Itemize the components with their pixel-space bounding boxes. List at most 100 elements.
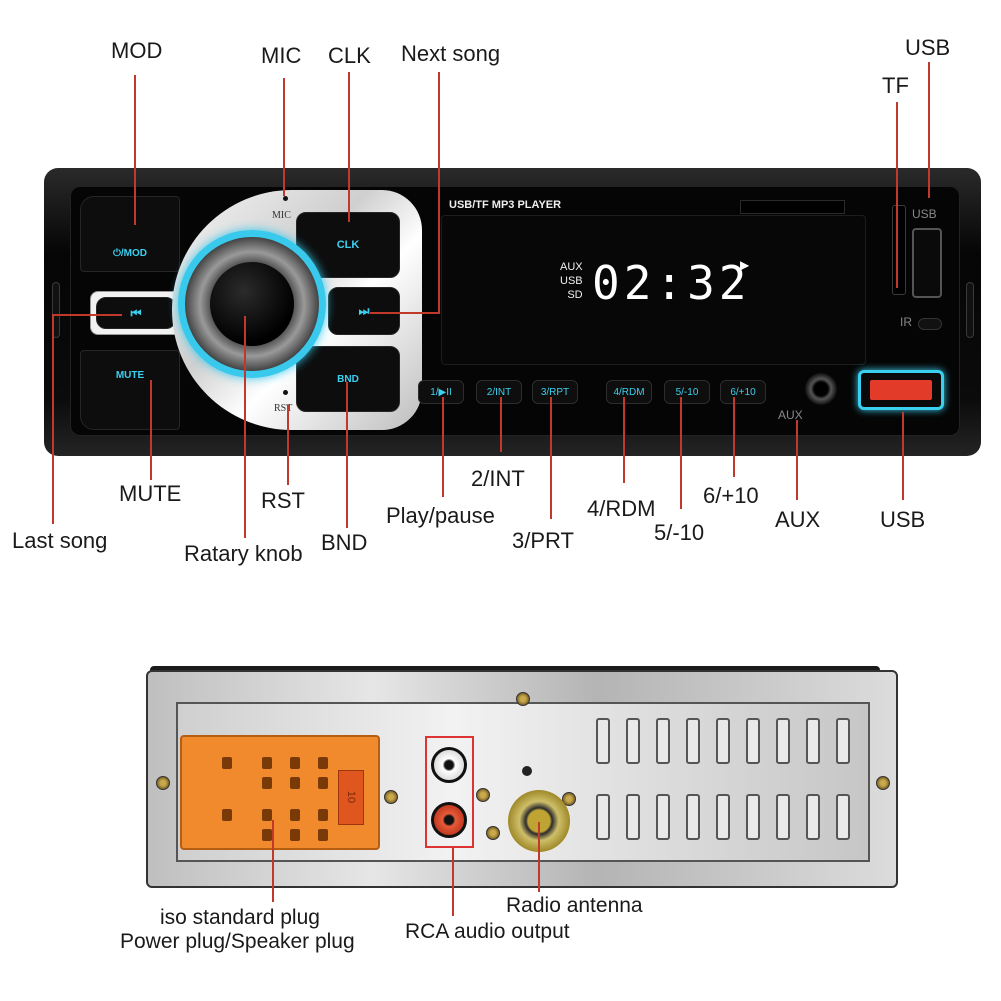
label-rotary-knob: Ratary knob	[184, 541, 303, 566]
label-usb-top: USB	[905, 35, 951, 60]
antenna-hole	[522, 766, 532, 776]
mode-aux: AUX	[560, 261, 583, 273]
vent-slot	[626, 718, 640, 764]
label-mute: MUTE	[119, 481, 182, 506]
lead-usb-bottom	[902, 412, 904, 500]
top-slot	[740, 200, 845, 214]
label-clk: CLK	[328, 43, 371, 68]
prev-button[interactable]: ⏮	[90, 291, 182, 335]
label-rst: RST	[261, 488, 305, 513]
iso-pin	[262, 829, 272, 841]
tf-card-slot[interactable]	[892, 205, 906, 295]
rst-text: RST	[274, 403, 293, 414]
iso-plug-tab: 10	[338, 770, 364, 825]
label-aux: AUX	[775, 507, 821, 532]
rst-hole[interactable]	[283, 390, 288, 395]
vent-slot	[656, 794, 670, 840]
preset-button-3[interactable]: 3/RPT	[532, 380, 578, 404]
label-rca: RCA audio output	[405, 920, 570, 943]
preset-label-6: 6/+10	[730, 386, 756, 398]
vent-slot	[806, 718, 820, 764]
prev-icon: ⏮	[130, 305, 142, 320]
label-prt: 3/PRT	[512, 528, 574, 553]
lead-tf	[896, 102, 898, 288]
screw-antenna-right	[562, 792, 576, 806]
usb-port-top[interactable]	[912, 228, 942, 298]
preset-button-6[interactable]: 6/+10	[720, 380, 766, 404]
preset-button-1[interactable]: 1/▶II	[418, 380, 464, 404]
preset-button-5[interactable]: 5/-10	[664, 380, 710, 404]
mic-text: MIC	[272, 210, 291, 221]
lead-bnd	[346, 382, 348, 528]
rotary-knob[interactable]	[210, 262, 294, 346]
preset-button-4[interactable]: 4/RDM	[606, 380, 652, 404]
lead-mute	[150, 380, 152, 480]
mod-button[interactable]: ⏻/MOD	[80, 196, 180, 272]
screw-rca	[476, 788, 490, 802]
preset-label-3: 3/RPT	[540, 386, 570, 398]
vent-slot	[716, 718, 730, 764]
vent-slot	[776, 718, 790, 764]
label-play-pause: Play/pause	[386, 503, 495, 528]
vent-slot	[836, 718, 850, 764]
lead-mod	[134, 75, 136, 225]
lead-knob	[244, 316, 246, 538]
screw-left	[156, 776, 170, 790]
preset-label-2: 2/INT	[486, 386, 512, 398]
lead-plus10	[733, 397, 735, 477]
ir-sensor	[918, 318, 942, 330]
vent-slot	[686, 718, 700, 764]
lead-rdm	[623, 397, 625, 483]
prev-button-inner: ⏮	[96, 297, 176, 329]
mute-button[interactable]: MUTE	[80, 350, 180, 430]
aux-port-text: AUX	[778, 408, 803, 422]
iso-pin	[290, 809, 300, 821]
vent-slot	[656, 718, 670, 764]
mode-usb: USB	[560, 275, 583, 287]
lead-mic	[283, 78, 285, 196]
mod-button-label: ⏻/MOD	[112, 247, 148, 259]
screw-top	[516, 692, 530, 706]
bnd-button[interactable]: BND	[296, 346, 400, 412]
lead-rst	[287, 405, 289, 485]
label-antenna: Radio antenna	[506, 894, 643, 917]
preset-label-5: 5/-10	[675, 386, 699, 398]
iso-tab-text: 10	[345, 790, 358, 804]
clock-readout: 02:32	[592, 256, 751, 310]
lead-clk	[348, 72, 350, 222]
next-icon: ⏭	[358, 303, 370, 318]
rca-white-jack[interactable]	[431, 747, 467, 783]
display-title: USB/TF MP3 PLAYER	[449, 199, 562, 211]
label-last-song: Last song	[12, 528, 108, 553]
label-plus10: 6/+10	[703, 483, 759, 508]
lead-antenna	[538, 822, 540, 892]
label-int: 2/INT	[471, 466, 525, 491]
preset-button-2[interactable]: 2/INT	[476, 380, 522, 404]
bnd-button-label: BND	[337, 373, 359, 385]
label-rdm: 4/RDM	[587, 496, 656, 521]
lead-prt	[550, 397, 552, 519]
preset-label-4: 4/RDM	[613, 386, 645, 398]
mic-hole	[283, 196, 288, 201]
vent-slot	[746, 794, 760, 840]
rca-red-jack[interactable]	[431, 802, 467, 838]
label-usb-bottom: USB	[880, 507, 926, 532]
clk-button-label: CLK	[336, 239, 360, 251]
next-button[interactable]: ⏭	[328, 287, 400, 335]
screw-iso	[384, 790, 398, 804]
mode-list: AUX USB SD	[560, 260, 583, 302]
label-bnd: BND	[321, 530, 368, 555]
lead-usb-top	[928, 62, 930, 198]
mode-sd: SD	[567, 289, 583, 301]
lead-next-v	[438, 72, 440, 314]
iso-pin	[290, 757, 300, 769]
vent-slot	[746, 718, 760, 764]
rca-frame	[425, 736, 474, 848]
vent-slot	[596, 794, 610, 840]
label-mod: MOD	[111, 38, 163, 63]
label-iso-line1: iso standard plug	[160, 906, 320, 929]
vent-slot	[686, 794, 700, 840]
play-indicator-icon: ▶	[740, 258, 750, 272]
aux-jack[interactable]	[805, 373, 837, 405]
iso-pin	[262, 757, 272, 769]
